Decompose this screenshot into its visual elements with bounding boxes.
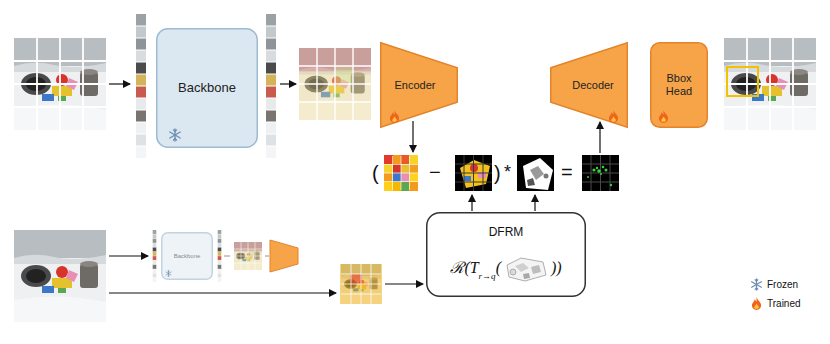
operator-symbol: − — [429, 162, 441, 182]
reference-image — [14, 230, 106, 322]
formula-text: ( — [496, 259, 501, 277]
legend-label: Frozen — [767, 279, 798, 291]
module-name: DFRM — [489, 226, 524, 240]
trained-icon — [608, 110, 619, 123]
formula-text: ℛ(T — [450, 259, 478, 277]
node-outline — [651, 43, 708, 128]
node-outline — [427, 213, 586, 297]
output-image — [724, 38, 816, 130]
node-outline — [162, 233, 213, 280]
small-encoder — [270, 240, 298, 272]
formula-row: ℛ(Tr→q( )) — [450, 255, 561, 283]
node-label: Bbox Head — [659, 72, 699, 97]
node-outline — [381, 43, 458, 128]
small-arrows — [224, 256, 269, 257]
node-outline — [426, 212, 586, 297]
node-label: Backbone — [174, 253, 201, 260]
small-feature-grid — [234, 242, 262, 270]
frozen-backbone: Backbone — [156, 28, 258, 148]
mesh-slot — [502, 255, 550, 283]
legend-label: Trained — [767, 298, 801, 310]
token-strip — [136, 14, 146, 158]
dfrm-module: DFRM ℛ(Tr→q( )) — [426, 212, 586, 297]
encoder-block: Encoder — [380, 42, 458, 128]
frozen-icon — [168, 128, 182, 142]
bbox-head: Bbox Head — [650, 42, 708, 128]
input-image — [14, 38, 106, 130]
feature-grid — [299, 48, 371, 120]
operator-symbol: = — [561, 162, 573, 182]
node-label: Encoder — [395, 79, 436, 92]
node-label: Decoder — [572, 79, 614, 92]
node-label: Backbone — [178, 81, 236, 96]
formula-text: )) — [551, 259, 562, 277]
operator-symbol: ( — [372, 163, 379, 183]
frozen-backbone: Backbone — [161, 232, 213, 280]
difference-image — [582, 155, 619, 191]
query-heatmap — [384, 155, 418, 191]
node-outline — [157, 29, 258, 148]
mask-image — [517, 155, 554, 191]
reference-heatmap — [340, 264, 382, 304]
formula-subscript: r→q — [479, 271, 496, 281]
trained-icon — [752, 297, 761, 310]
token-strip — [218, 230, 222, 282]
reference-features — [455, 155, 492, 191]
operator-symbol: ) — [494, 163, 501, 183]
frozen-icon — [165, 270, 172, 277]
operator-symbol: * — [504, 163, 511, 181]
token-strip — [153, 230, 157, 282]
trained-icon — [389, 110, 400, 123]
token-strip — [266, 14, 276, 158]
trained-icon — [658, 110, 669, 123]
frozen-icon — [752, 279, 762, 290]
mesh-render — [503, 255, 549, 283]
decoder-block: Decoder — [550, 42, 628, 128]
node-outline — [551, 43, 628, 128]
